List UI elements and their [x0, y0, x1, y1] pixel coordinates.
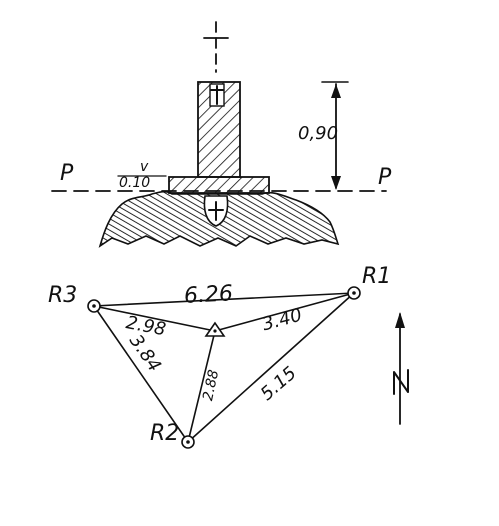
distance-r2-r1: 5.15 [257, 363, 301, 405]
north-arrow [393, 312, 409, 425]
distance-r3-r1: 6.26 [183, 281, 233, 309]
distance-center-r1: 3.40 [260, 305, 304, 336]
ground-offset-mark: v [140, 159, 149, 175]
line-r3-r2 [93, 305, 189, 443]
station-r2-marker [181, 435, 195, 449]
plane-label-left: P [60, 161, 74, 186]
station-r1-marker [347, 286, 361, 300]
line-r3-r1 [93, 292, 355, 307]
north-label: N [412, 386, 423, 402]
station-r3-marker [87, 299, 101, 313]
plan-view: R3 R1 R2 6.26 2.98 3.40 3.84 2.88 5.15 N [48, 264, 423, 449]
height-value: 0,90 [298, 123, 338, 144]
center-triangle-marker [204, 321, 226, 337]
line-r2-r1 [187, 292, 355, 443]
plane-label-right: P [378, 165, 392, 190]
station-r1-label: R1 [362, 264, 391, 289]
section-view: P P v 0.10 0,90 [51, 21, 392, 248]
bolt-head [203, 195, 229, 227]
line-r3-center [93, 305, 216, 332]
ground-offset-value: 0.10 [119, 175, 150, 191]
line-center-r1 [214, 292, 355, 332]
top-bolt [209, 83, 225, 107]
line-center-r2 [187, 330, 216, 443]
station-r3-label: R3 [48, 283, 77, 308]
height-dimension [321, 81, 349, 190]
center-axis [203, 21, 229, 73]
distance-center-r2: 2.88 [200, 368, 222, 402]
station-r2-label: R2 [150, 421, 179, 446]
